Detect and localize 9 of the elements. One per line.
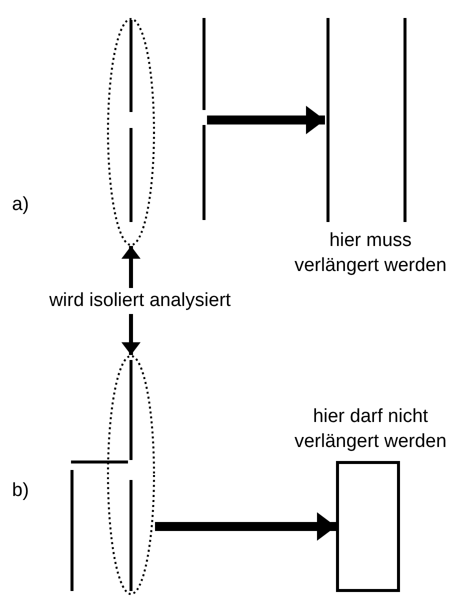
annotation-text: wird isoliert analysiert xyxy=(0,288,280,314)
note-text: hier darf nicht verlängert werden xyxy=(293,405,448,454)
panel-label: b) xyxy=(12,479,29,503)
arrow xyxy=(121,314,141,355)
note-text: hier muss verlängert werden xyxy=(293,229,448,278)
arrow xyxy=(207,106,325,134)
arrow xyxy=(155,512,336,541)
arrow xyxy=(121,246,141,288)
panel-label: a) xyxy=(12,193,29,217)
